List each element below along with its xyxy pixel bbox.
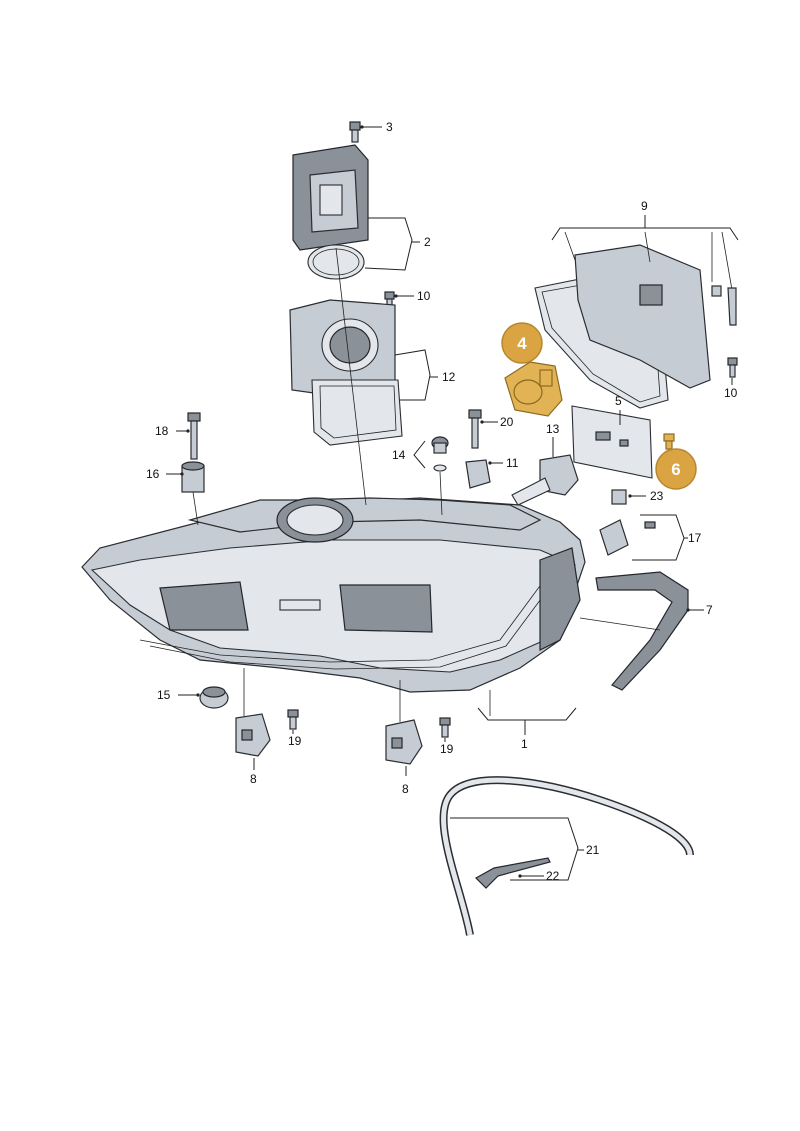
hose-part-21: [439, 776, 694, 936]
badge-6: 6: [655, 448, 697, 490]
part-label-18: 18: [155, 424, 169, 438]
rear-cover-part-9: [534, 244, 711, 409]
actuator-part-13: [511, 454, 579, 506]
cap-part-15: [199, 686, 229, 709]
valve-part-17: [599, 519, 656, 556]
part-label-8-right: 8: [402, 782, 409, 796]
part-label-20: 20: [500, 415, 514, 429]
seal-strip-part-7: [595, 571, 689, 691]
part-label-19-right: 19: [440, 742, 454, 756]
part-label-17: 17: [688, 531, 702, 545]
part-label-15: 15: [157, 688, 171, 702]
screw-part-19-left: [287, 709, 299, 730]
part-label-11: 11: [506, 456, 519, 470]
fitting-part-11: [465, 459, 491, 489]
screw-part-10-lower: [727, 357, 738, 378]
part-label-16: 16: [146, 467, 160, 481]
clip-part-9-right: [711, 285, 737, 326]
part-label-1: 1: [521, 737, 528, 751]
plug-part-23: [611, 489, 627, 505]
badge-4: 4: [501, 322, 543, 364]
highlighted-module-part-4: [504, 361, 563, 417]
part-label-10-upper: 10: [417, 289, 431, 303]
part-label-10-lower: 10: [724, 386, 738, 400]
control-unit-part-2: [292, 144, 369, 280]
part-label-23: 23: [650, 489, 664, 503]
screw-part-3: [349, 121, 361, 143]
part-label-2: 2: [424, 235, 431, 249]
part-label-9: 9: [641, 199, 648, 213]
part-label-13: 13: [546, 422, 560, 436]
svg-text:6: 6: [671, 460, 680, 479]
cap-part-14: [431, 436, 449, 472]
bracket-part-8-right: [385, 719, 423, 765]
headlight-housing: [81, 497, 586, 693]
adapter-housing-part-12: [289, 299, 403, 446]
bracket-part-8-left: [235, 713, 271, 757]
part-label-14: 14: [392, 448, 406, 462]
part-label-22: 22: [546, 869, 560, 883]
highlighted-screw-part-6: [663, 433, 675, 450]
part-label-3: 3: [386, 120, 393, 134]
part-label-8-left: 8: [250, 772, 257, 786]
part-label-21: 21: [586, 843, 600, 857]
circuit-board-part-5: [571, 405, 653, 479]
part-label-12: 12: [442, 370, 456, 384]
part-label-5: 5: [615, 394, 622, 408]
bolt-part-20: [468, 409, 482, 449]
nut-part-16: [181, 461, 205, 493]
bolt-part-18: [187, 412, 201, 460]
part-label-19-left: 19: [288, 734, 302, 748]
clip-part-22: [475, 857, 551, 889]
screw-part-19-right: [439, 717, 451, 738]
part-label-7: 7: [706, 603, 713, 617]
svg-text:4: 4: [517, 334, 527, 353]
